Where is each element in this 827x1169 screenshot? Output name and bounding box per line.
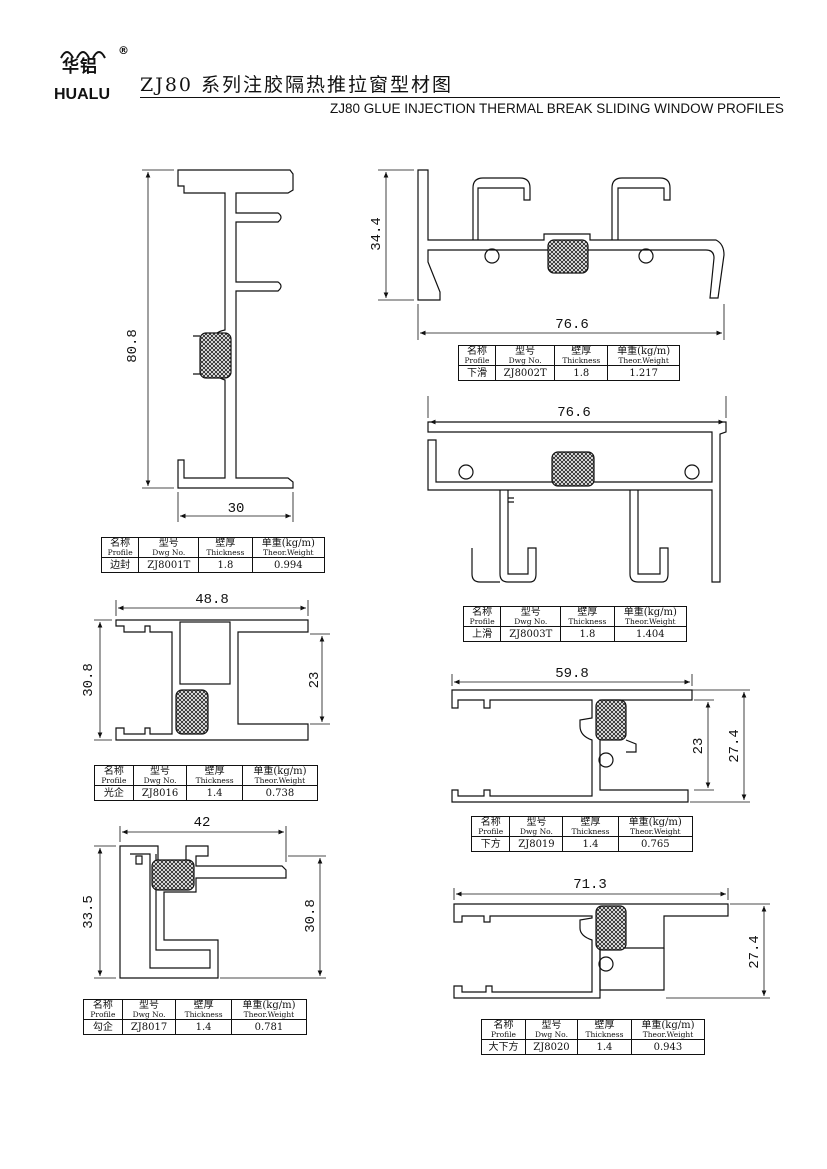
dwg-no: ZJ8003T: [500, 626, 562, 643]
dwg-no: ZJ8016: [132, 785, 188, 802]
profile-name: 大下方: [481, 1039, 526, 1056]
profile-zj8001t-drawing: [142, 169, 294, 522]
profile-name: 上滑: [462, 626, 502, 643]
p6-inner-label: 30.8: [303, 899, 319, 933]
p4-height-label: 30.8: [81, 663, 97, 697]
dwg-no: ZJ8017: [121, 1019, 177, 1036]
p2-width-label: 76.6: [555, 317, 589, 333]
thickness: 1.4: [562, 836, 619, 853]
profile-name: 下方: [470, 836, 511, 853]
weight: 0.765: [617, 836, 694, 853]
p5-height-label: 27.4: [727, 729, 743, 763]
profile-name: 勾企: [83, 1019, 123, 1036]
p1-height-label: 80.8: [125, 329, 141, 363]
weight: 1.217: [607, 365, 680, 382]
p6-height-label: 33.5: [81, 895, 97, 929]
profile-zj8020-drawing: [453, 888, 770, 999]
weight: 0.738: [241, 785, 319, 802]
profile-zj8002t-drawing: [378, 169, 725, 340]
title-divider: [140, 97, 780, 98]
thickness: 1.8: [560, 626, 615, 643]
profile-name: 光企: [94, 785, 134, 802]
p5-inner-label: 23: [691, 738, 707, 755]
profile-zj8003t-drawing: [427, 396, 727, 583]
thickness: 1.4: [576, 1039, 632, 1056]
dwg-no: ZJ8002T: [494, 365, 556, 382]
dwg-no: ZJ8020: [524, 1039, 578, 1056]
p2-height-label: 34.4: [369, 217, 385, 251]
weight: 0.994: [251, 557, 326, 574]
page-title-cn: ZJ80 系列注胶隔热推拉窗型材图: [140, 74, 454, 96]
p7-height-label: 27.4: [747, 935, 763, 969]
thickness: 1.4: [186, 785, 243, 802]
p1-width-label: 30: [228, 501, 245, 517]
p6-width-label: 42: [194, 815, 211, 831]
logo-text-en: HUALU: [54, 86, 110, 103]
thickness: 1.8: [198, 557, 253, 574]
p4-width-label: 48.8: [195, 592, 229, 608]
p3-width-label: 76.6: [557, 405, 591, 421]
dwg-no: ZJ8019: [509, 836, 564, 853]
page-title-en: ZJ80 GLUE INJECTION THERMAL BREAK SLIDIN…: [330, 101, 784, 116]
registered-mark: ®: [118, 44, 129, 57]
weight: 0.781: [230, 1019, 308, 1036]
dwg-no: ZJ8001T: [138, 557, 200, 574]
thickness: 1.8: [554, 365, 609, 382]
p5-width-label: 59.8: [555, 666, 589, 682]
profile-zj8019-drawing: [451, 674, 750, 803]
profile-zj8017-drawing: [94, 826, 326, 979]
weight: 0.943: [630, 1039, 706, 1056]
thickness: 1.4: [175, 1019, 232, 1036]
profile-name: 下滑: [458, 365, 496, 382]
logo-mark: [55, 46, 117, 88]
p4-inner-label: 23: [307, 672, 323, 689]
profile-zj8016-drawing: [94, 600, 330, 741]
weight: 1.404: [613, 626, 688, 643]
logo-text-cn: 华铝: [62, 57, 98, 77]
p7-width-label: 71.3: [573, 877, 607, 893]
profile-name: 边封: [100, 557, 140, 574]
